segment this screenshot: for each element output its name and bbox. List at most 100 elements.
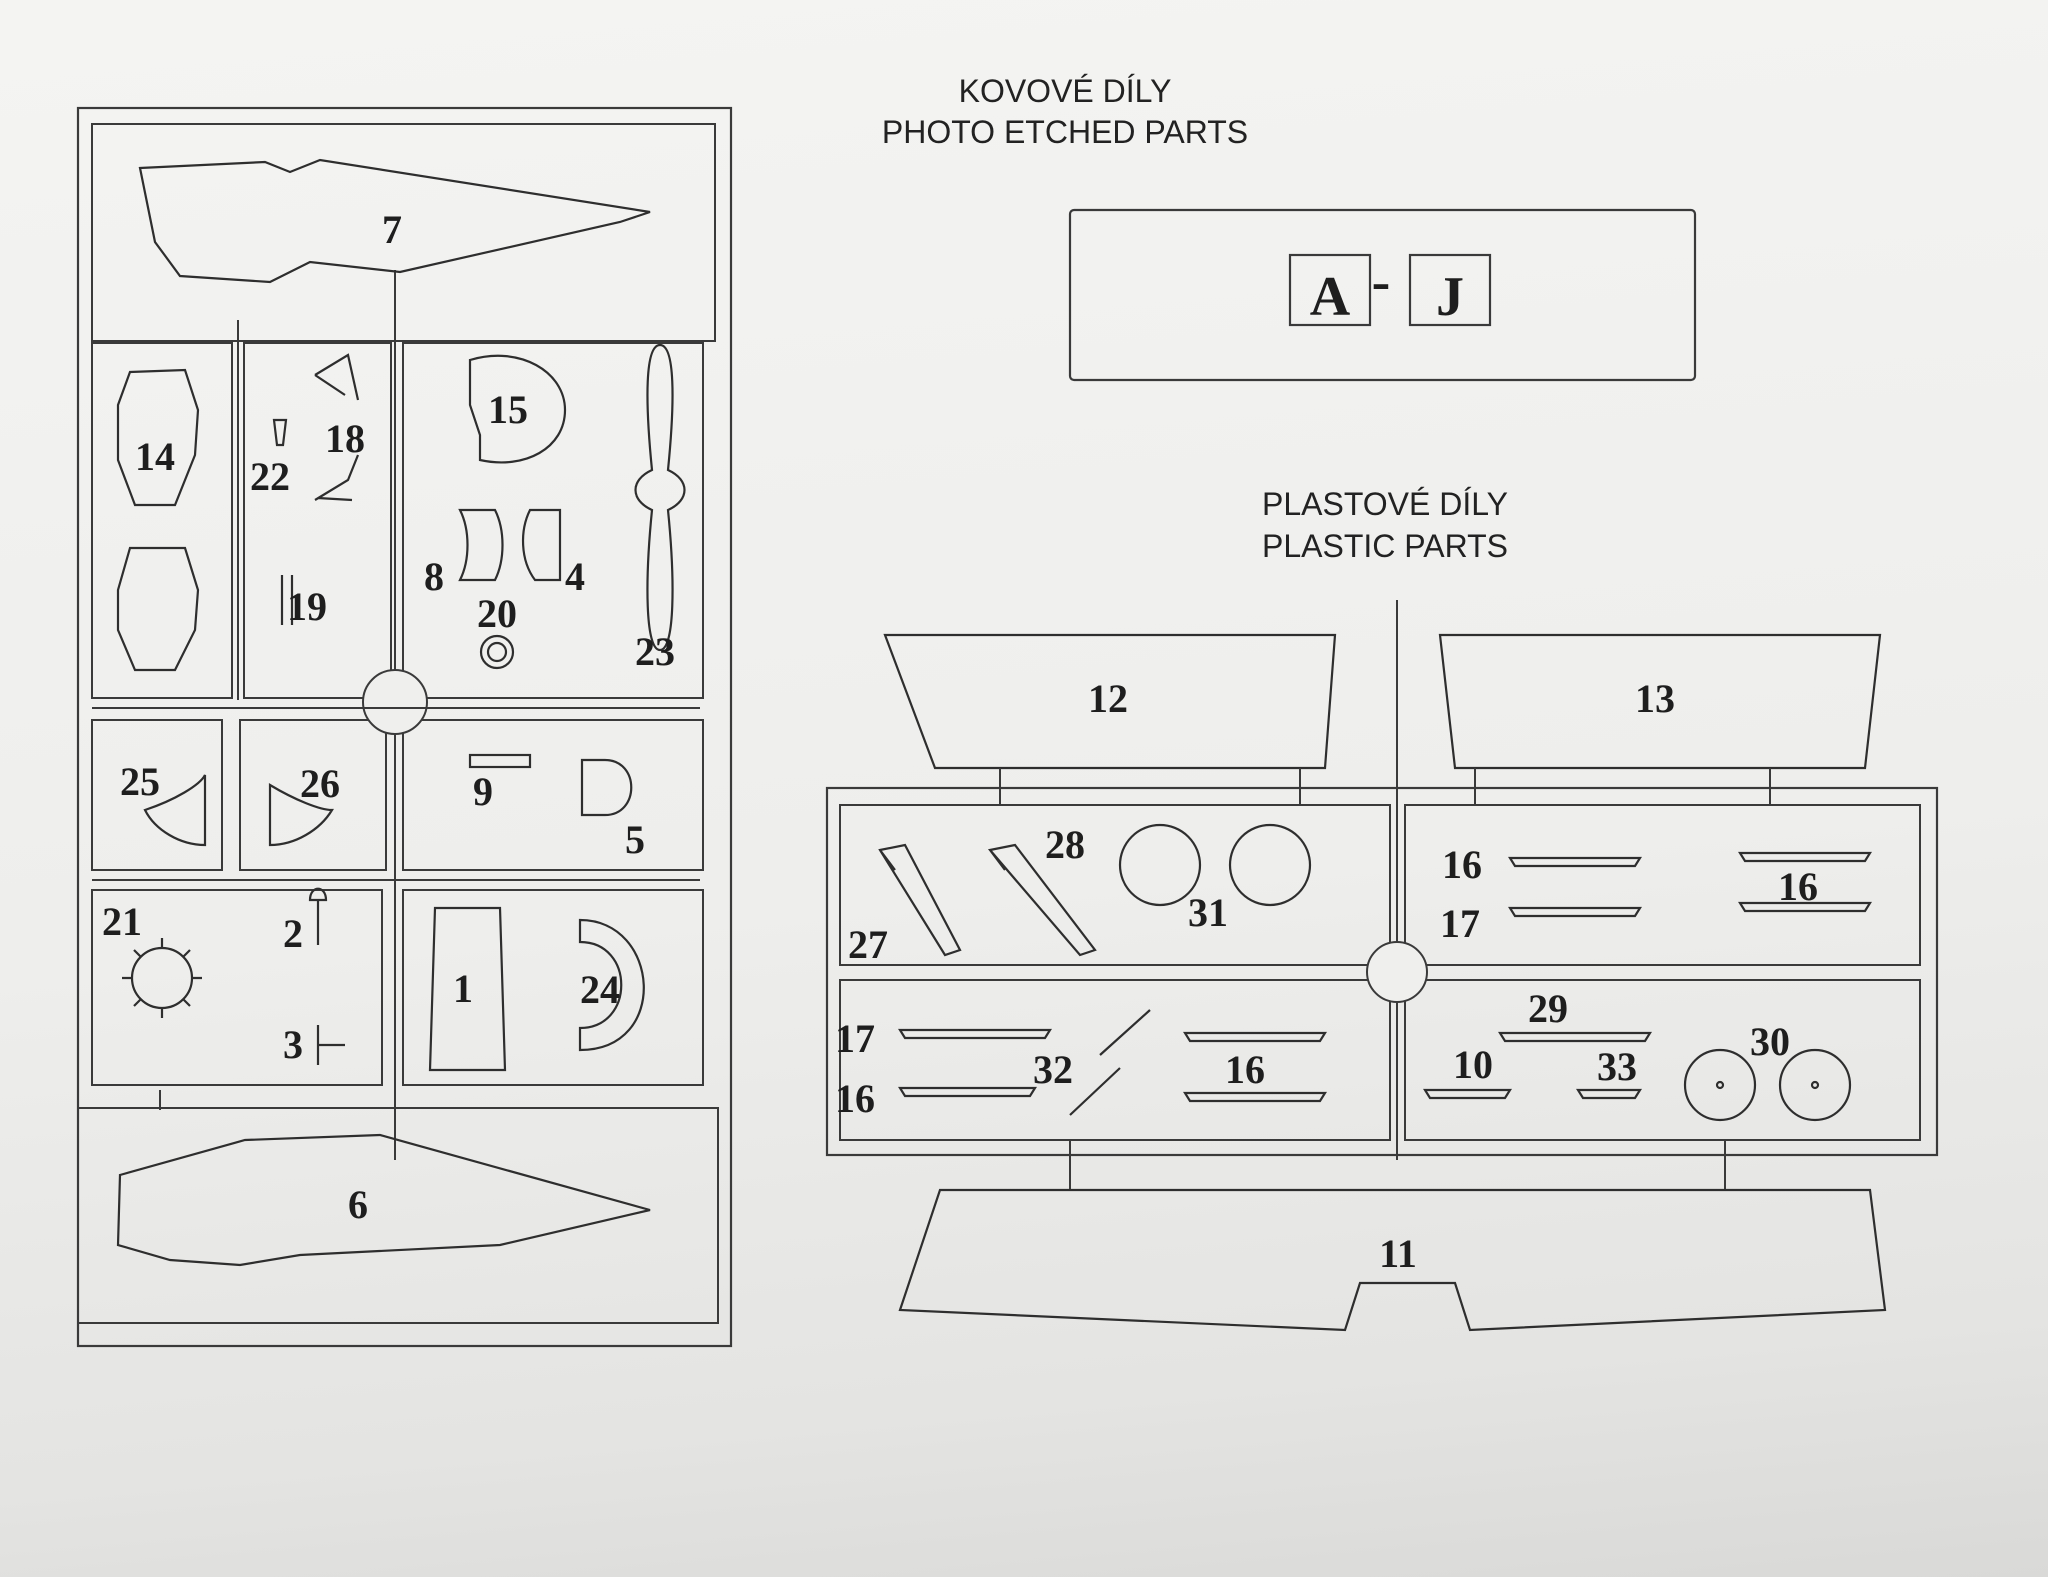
label-part-15: 15 [488,387,528,432]
part-18-shape [314,353,360,401]
part-28-shape [987,843,1097,957]
label-part-2: 2 [283,911,303,956]
part-25-shape [143,774,207,847]
part-4-shape [521,508,562,582]
metal-title-cz: KOVOVÉ DÍLY [959,73,1172,109]
cell-part-18 [243,342,392,699]
label-part-16-d: 16 [1225,1047,1265,1092]
part-13-shape [1438,633,1882,770]
label-part-16-b: 16 [1778,864,1818,909]
part-17-shape-b [898,1028,1052,1040]
left-sprue-parts [116,158,686,1267]
left-sprue-frame [76,106,733,1348]
part-16-shape-c [1183,1031,1327,1043]
label-part-29: 29 [1528,986,1568,1031]
part-10-shape [1423,1088,1512,1100]
cell-part-29 [1404,979,1921,1141]
part-2-shape [308,887,328,945]
part-16-shape-b [898,1086,1037,1098]
part-1-shape [428,906,507,1072]
label-part-14: 14 [135,434,175,479]
cell-part-32 [839,979,1391,1141]
cell-part-26 [239,719,387,871]
cell-part-6 [77,1107,719,1324]
part-31-shape [1118,823,1202,907]
part-20-shape [479,634,515,670]
part-32-shape [1069,1009,1151,1116]
left-sprue [76,106,733,1348]
label-part-21: 21 [102,899,142,944]
part-14-shape [116,368,200,507]
part-27-shape [878,843,962,957]
right-sprue-frame [825,786,1939,1157]
cell-part-25 [91,719,223,871]
label-part-7: 7 [382,207,402,252]
cell-part-21 [91,889,383,1086]
label-part-27: 27 [848,922,888,967]
part-17-shape-a [1508,906,1642,918]
part-6-shape [116,1133,651,1267]
label-part-12: 12 [1088,676,1128,721]
label-part-17-a: 17 [1440,901,1480,946]
part-21-shape [122,938,202,1018]
label-part-19: 19 [287,584,327,629]
cell-part-15 [402,342,704,699]
plastic-title-en: PLASTIC PARTS [1262,528,1508,564]
left-part-labels: 7 14 18 22 15 8 4 19 20 23 25 26 9 5 21 … [102,207,675,1227]
label-part-4: 4 [565,554,585,599]
label-part-16-c: 16 [835,1076,875,1121]
metal-title-en: PHOTO ETCHED PARTS [882,114,1248,150]
cell-part-9 [402,719,704,871]
part-30-shape [1683,1048,1757,1122]
label-part-32: 32 [1033,1047,1073,1092]
pe-range-end: J [1436,266,1464,328]
part-29-shape [1498,1031,1652,1043]
label-part-25: 25 [120,759,160,804]
label-part-26: 26 [300,761,340,806]
label-part-3: 3 [283,1022,303,1067]
cell-part-1 [402,889,704,1086]
part-11-shape [898,1188,1887,1332]
right-part-labels: 12 13 28 31 27 16 16 17 29 30 10 33 17 1… [835,676,1818,1276]
part-12-shape [883,633,1337,770]
part-16-shape-a [1508,856,1642,868]
pe-range-start: A [1310,266,1351,328]
cell-part-7 [91,123,716,342]
photo-etched-fret [1068,208,1697,382]
pe-box-a [1288,253,1372,327]
label-part-17-b: 17 [835,1016,875,1061]
part-3-shape [316,1025,345,1065]
part-26-shape [268,783,334,847]
label-part-20: 20 [477,591,517,636]
label-part-6: 6 [348,1182,368,1227]
label-part-13: 13 [1635,676,1675,721]
part-7-shape [138,158,651,284]
label-part-24: 24 [580,967,620,1012]
pe-box-j [1408,253,1492,327]
part-8-shape [458,508,504,582]
label-part-33: 33 [1597,1044,1637,1089]
photo-etched-section: KOVOVÉ DÍLY PHOTO ETCHED PARTS A - J [882,73,1697,382]
pe-range-separator: - [1372,251,1391,313]
label-part-28: 28 [1045,822,1085,867]
part-33-shape [1576,1088,1642,1100]
label-part-1: 1 [453,966,473,1011]
label-part-18: 18 [325,416,365,461]
label-part-30: 30 [1750,1019,1790,1064]
part-24-shape [578,918,645,1052]
part-9-shape [468,753,532,769]
part-23-shape [634,343,686,652]
label-part-8: 8 [424,554,444,599]
cell-part-14 [91,342,233,699]
right-sprue: PLASTOVÉ DÍLY PLASTIC PARTS [825,486,1939,1332]
part-15-shape [468,354,567,464]
label-part-5: 5 [625,817,645,862]
plastic-title-cz: PLASTOVÉ DÍLY [1262,486,1508,522]
label-part-22: 22 [250,454,290,499]
label-part-31: 31 [1188,890,1228,935]
label-part-11: 11 [1379,1231,1417,1276]
label-part-16-a: 16 [1442,842,1482,887]
part-5-shape [580,758,633,817]
cell-part-28 [839,804,1391,966]
